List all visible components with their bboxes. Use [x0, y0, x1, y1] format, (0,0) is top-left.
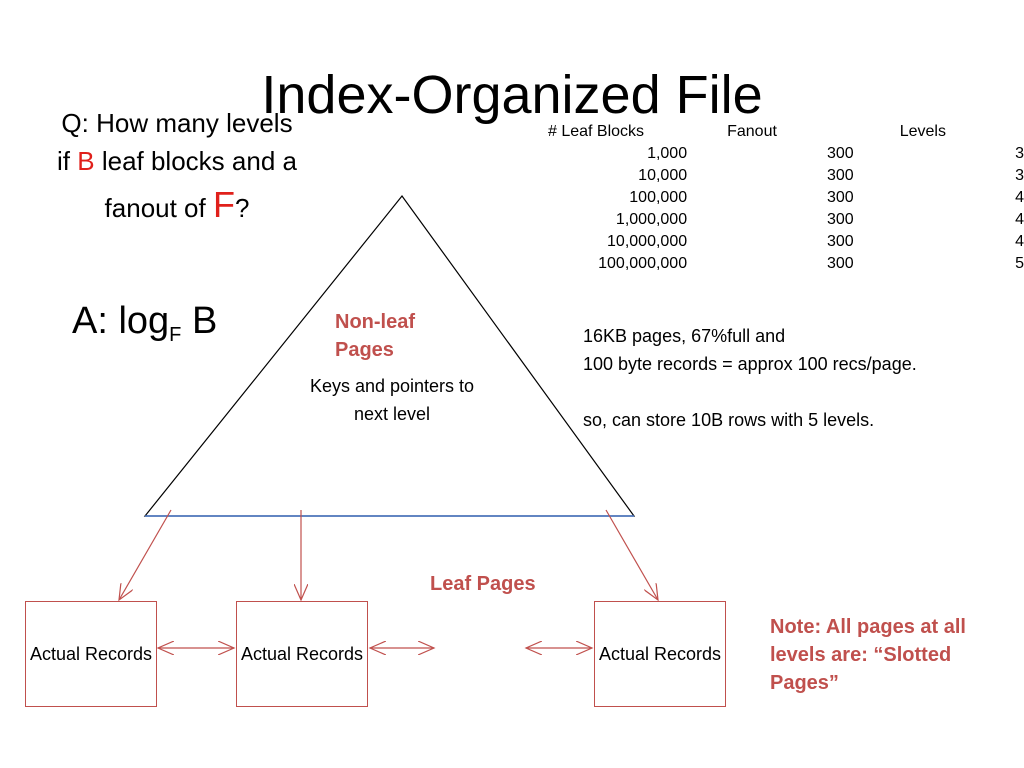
answer-prefix: A: log: [72, 300, 170, 342]
cell-levels: 4: [1015, 189, 1024, 206]
capacity-notes: 16KB pages, 67%full and 100 byte records…: [583, 322, 917, 434]
record-box: Actual Records: [236, 601, 368, 707]
table-row: 10,000 300 3: [540, 165, 1024, 187]
question-text: Q: How many levels if B leaf blocks and …: [22, 104, 332, 227]
question-line-1: Q: How many levels: [61, 108, 293, 138]
record-label: Actual Records: [240, 644, 364, 664]
question-line-3-prefix: fanout of: [104, 193, 213, 223]
question-line-2-suffix: leaf blocks and a: [94, 146, 297, 176]
leaf-pages-label: Leaf Pages: [430, 573, 536, 595]
header-leaf-blocks: # Leaf Blocks: [548, 123, 645, 140]
cell-levels: 3: [1015, 145, 1024, 162]
notes-line-3: so, can store 10B rows with 5 levels.: [583, 410, 875, 430]
cell-levels: 4: [1015, 211, 1024, 228]
header-fanout: Fanout: [727, 123, 777, 140]
answer-text: A: logF B: [72, 296, 217, 360]
table-row: 10,000,000 300 4: [540, 231, 1024, 253]
table-row: 100,000,000 300 5: [540, 253, 1024, 275]
record-label: Actual Records: [29, 644, 153, 664]
cell-levels: 4: [1015, 233, 1024, 250]
question-line-3-suffix: ?: [234, 193, 250, 223]
answer-suffix: B: [181, 300, 218, 342]
cell-fanout: 300: [827, 233, 854, 250]
leaf-variable: B: [77, 146, 95, 176]
pointer-arrow: [119, 509, 172, 600]
cell-fanout: 300: [827, 211, 854, 228]
record-box: Actual Records: [594, 601, 726, 707]
table-row: 1,000 300 3: [540, 143, 1024, 165]
table-row: 100,000 300 4: [540, 187, 1024, 209]
table-row: 1,000,000 300 4: [540, 209, 1024, 231]
notes-line-1: 16KB pages, 67%full and: [583, 326, 786, 346]
cell-fanout: 300: [827, 255, 854, 272]
cell-leaf-blocks: 1,000: [647, 145, 688, 162]
answer-subscript: F: [169, 324, 182, 346]
levels-table: # Leaf Blocks Fanout Levels 1,000 300 3 …: [540, 121, 1024, 275]
notes-line-2: 100 byte records = approx 100 recs/page.: [583, 354, 917, 374]
table-header-row: # Leaf Blocks Fanout Levels: [540, 121, 1024, 143]
cell-fanout: 300: [827, 167, 854, 184]
cell-leaf-blocks: 1,000,000: [615, 211, 688, 228]
cell-leaf-blocks: 10,000,000: [607, 233, 688, 250]
pointer-arrow: [605, 509, 658, 600]
question-line-2: if B leaf blocks and a: [22, 142, 332, 180]
nonleaf-pages-label: Non-leaf Pages: [335, 311, 415, 361]
slotted-pages-note: Note: All pages at all levels are: “Slot…: [770, 616, 966, 694]
cell-leaf-blocks: 100,000: [629, 189, 688, 206]
header-levels: Levels: [899, 123, 946, 140]
question-line-2-prefix: if: [57, 146, 78, 176]
record-label: Actual Records: [598, 644, 722, 664]
fanout-variable: F: [212, 184, 235, 225]
cell-leaf-blocks: 100,000,000: [598, 255, 688, 272]
question-line-3: fanout of F?: [22, 186, 332, 227]
cell-fanout: 300: [827, 189, 854, 206]
cell-levels: 3: [1015, 167, 1024, 184]
cell-fanout: 300: [827, 145, 854, 162]
keys-pointers-label: Keys and pointers to next level: [309, 376, 475, 424]
record-box: Actual Records: [25, 601, 157, 707]
slide-title: Index-Organized File: [261, 65, 763, 125]
cell-levels: 5: [1015, 255, 1024, 272]
cell-leaf-blocks: 10,000: [638, 167, 688, 184]
